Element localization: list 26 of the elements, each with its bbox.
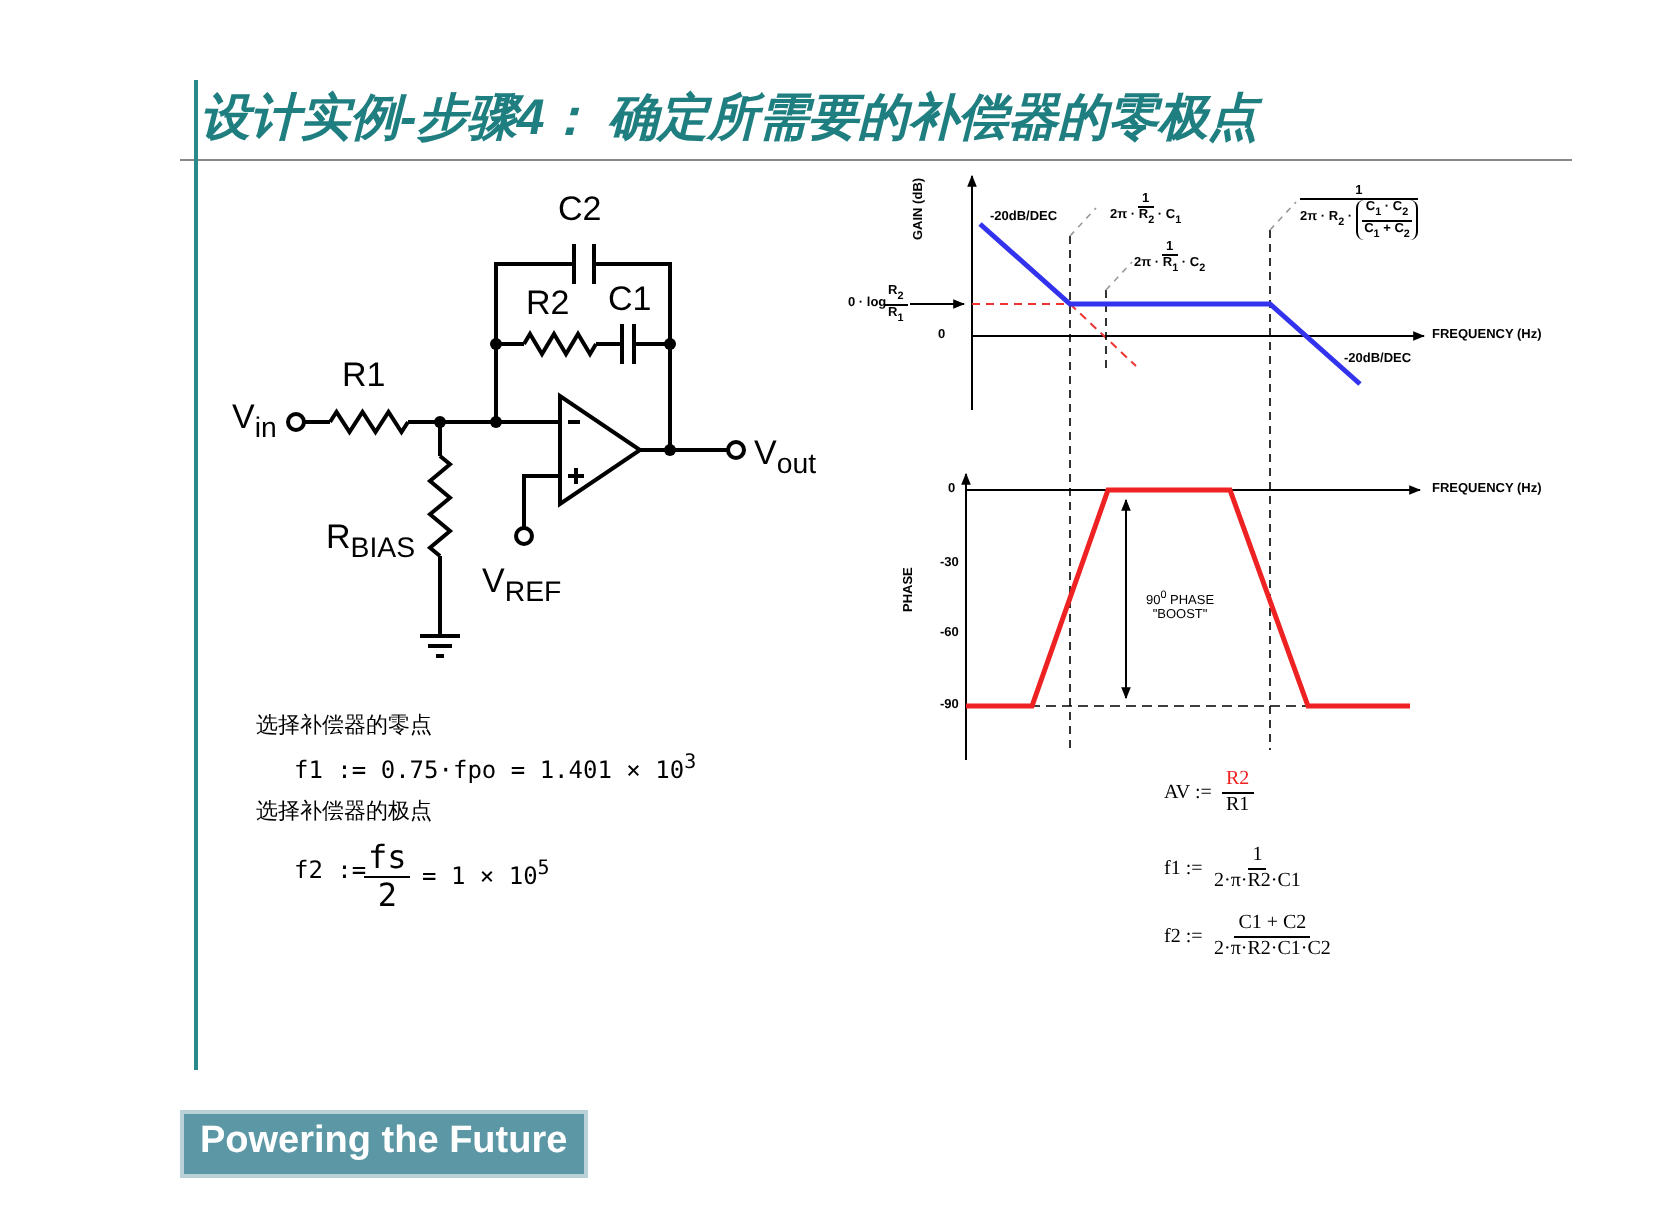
math-formula: f1 := 0.75·fpo = 1.401 × 10$^{3}$ [294, 752, 697, 785]
math-fraction-denominator: R1 [1224, 793, 1252, 816]
slide-title: 设计实例-步骤4： 确定所需要的补偿器的零极点 [200, 92, 1259, 147]
heading-text: 选择补偿器的极点 [256, 800, 432, 825]
math-fraction-numerator: R2 [1222, 768, 1254, 793]
math-fraction-numerator: C1 + C2 [1234, 912, 1311, 937]
component-label: C1 [608, 282, 652, 320]
math-fraction-numerator: fs [364, 840, 411, 879]
math-formula: f2 := [1164, 926, 1203, 948]
math-formula: = 1 × 10$^{5}$ [422, 858, 550, 891]
terminal-label: V$_{REF}$ [482, 564, 562, 610]
math-formula: AV := [1164, 782, 1212, 804]
math-fraction-denominator: 2·π·R2·C1·C2 [1212, 937, 1333, 960]
math-fraction-numerator: 1 [1248, 844, 1267, 869]
math-formula: f2 := [294, 858, 367, 885]
component-label: R$_{BIAS}$ [326, 520, 416, 566]
component-label: C2 [558, 192, 602, 230]
terminal-label: V$_{out}$ [754, 436, 817, 482]
math-fraction-denominator: 2 [375, 878, 399, 916]
terminal-label: V$_{in}$ [232, 400, 277, 446]
math-fraction-denominator: 2·π·R2·C1 [1212, 869, 1303, 892]
component-label: R1 [342, 358, 386, 396]
slogan-banner: Powering the Future [180, 1110, 588, 1178]
component-label: R2 [526, 286, 570, 324]
heading-text: 选择补偿器的零点 [256, 714, 432, 739]
math-formula: f1 := [1164, 858, 1203, 880]
